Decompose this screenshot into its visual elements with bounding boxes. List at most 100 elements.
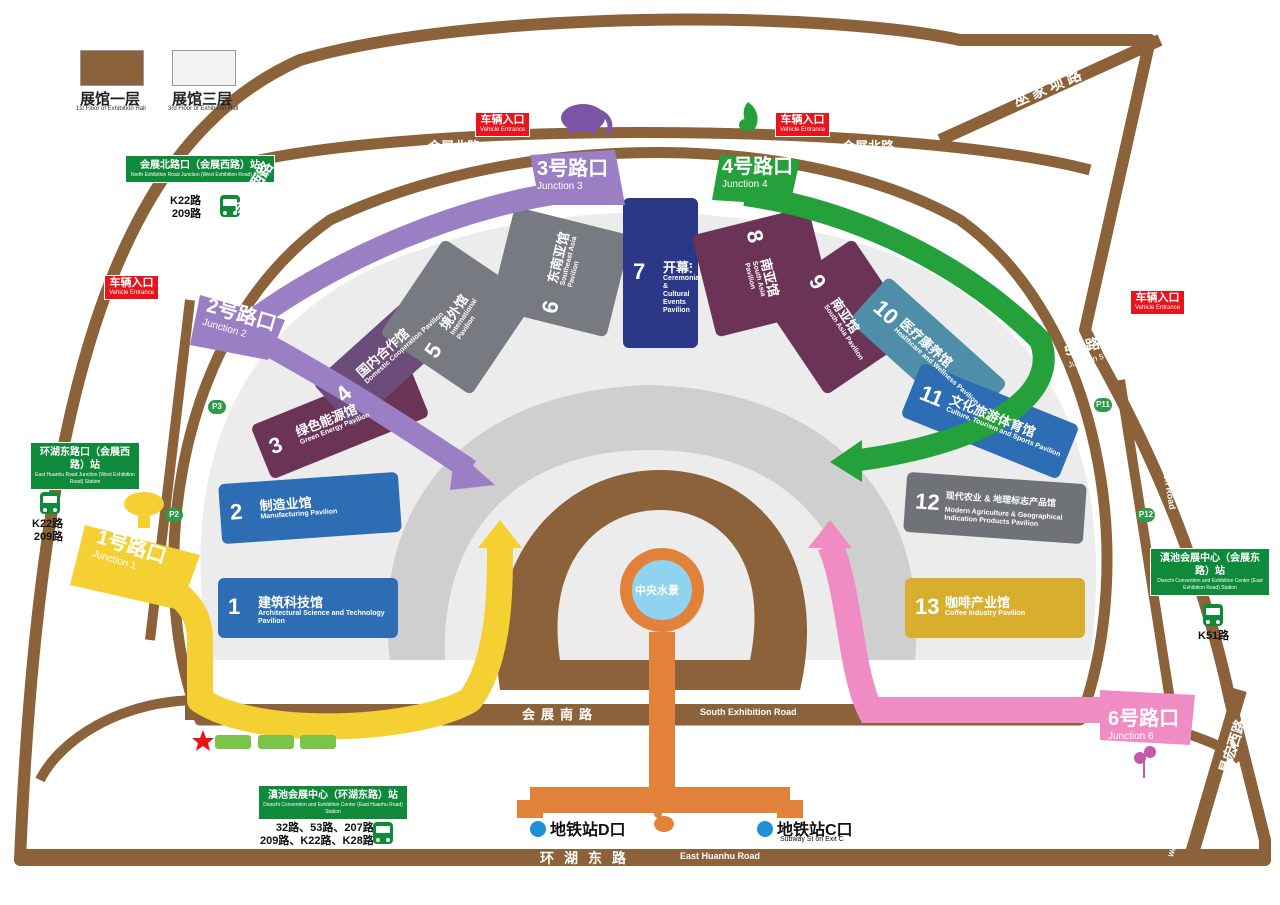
metro-icon [757, 821, 773, 837]
road-north-cn-right: 会展北路 [842, 139, 895, 154]
east-exhibition-road [1115, 379, 1175, 701]
parking-p3: P3 [208, 400, 226, 414]
central-water-label: 中央水景 [635, 585, 679, 597]
pavilion-number: 3 [265, 431, 286, 460]
road-north-cn-left: 会展北路 [428, 139, 481, 154]
junction-4-start [712, 155, 800, 205]
pavilion-number: 6 [536, 297, 564, 316]
pavilion-1-block[interactable] [218, 578, 398, 638]
bus-icon [373, 822, 393, 844]
elephant-icon [561, 104, 613, 137]
pavilion-5-block[interactable] [380, 239, 536, 396]
metro-icon [530, 821, 546, 837]
outer-road [14, 13, 1271, 866]
pavilion-2-block[interactable] [218, 472, 402, 544]
junction-3-path [233, 179, 586, 339]
pavilion-name-cn: 现代农业 & 地理标志产品馆 [945, 490, 1057, 509]
junction-6-arrowhead [808, 520, 852, 548]
parking-p12: P12 [1137, 508, 1155, 522]
mouse-icon [654, 810, 674, 832]
road-huanhu-cn: 环湖东路 [540, 850, 636, 866]
pavilion-number: 8 [741, 227, 769, 246]
pavilion-name-en: Coffee Industry Pavilion [945, 610, 1026, 617]
pavilion-number: 9 [803, 269, 832, 294]
water-pool [632, 560, 692, 620]
pavilion-7-label: 7 开幕式馆Ceremonial & Cultural Events Pavili… [623, 198, 702, 348]
pavilion-number: 5 [419, 338, 447, 363]
bus-parking [215, 735, 336, 749]
pavilion-name-en: Modern Agriculture & Geographical Indica… [943, 506, 1063, 529]
pavilion-6-block[interactable] [490, 207, 632, 338]
bus-icon [1203, 604, 1223, 626]
metro-path [530, 632, 790, 813]
junction-2-arrowhead [450, 450, 495, 490]
legend-swatch-3f [172, 50, 236, 86]
legend-en-3f: 3rd Floor of Exhibition Hall [168, 106, 239, 112]
mushroom-icon [124, 492, 164, 528]
star-icon [192, 730, 214, 751]
legend-en-1f: 1st Floor of Exhibition Hall [76, 106, 146, 112]
road-north-en: North Exhibition Road [612, 139, 707, 149]
changhong-road [1183, 688, 1247, 862]
legend-label-1f: 展馆一层 [80, 91, 141, 108]
legend-label-3f: 展馆三层 [172, 91, 233, 108]
parking-p11: P11 [1094, 398, 1112, 412]
junction-4-path [743, 184, 1055, 471]
lower-plaza-road [35, 695, 201, 783]
bus-icon [220, 195, 240, 217]
pavilion-13-block[interactable] [905, 578, 1085, 638]
bus-icon [40, 492, 60, 514]
junction-1-start [70, 525, 200, 610]
inner-road [168, 147, 1113, 726]
pavilion-number: 2 [229, 498, 244, 525]
junction-1-arrowhead [478, 520, 522, 548]
pavilion-name-cn: 建筑科技馆 [258, 595, 324, 610]
pavilion-name-cn: 开幕式馆 [663, 260, 692, 275]
junction-6-path [817, 539, 1190, 723]
pavilion-number: 13 [915, 594, 940, 619]
pavilion-9-block[interactable] [762, 239, 918, 396]
pavilion-number: 7 [633, 259, 646, 284]
pavilion-layer [218, 198, 1087, 638]
junction-6-start [1100, 690, 1195, 745]
road-south-cn: 会展南路 [522, 707, 599, 722]
wujiaba-road [937, 34, 1163, 146]
hall-corridor [387, 385, 917, 660]
metro-exit-c: 地铁站C口 [757, 816, 853, 840]
metro-exit-c-en: Subway St on Exit C [780, 836, 844, 843]
road-huanhu-en: East Huanhu Road [680, 851, 761, 861]
pavilion-number: 12 [914, 488, 941, 516]
pavilion-12-block[interactable] [903, 472, 1087, 544]
junction-3-start [530, 150, 625, 205]
junction-2-start [190, 295, 285, 360]
flower-icon [1134, 746, 1156, 778]
pavilion-name-en: Ceremonial & Cultural Events Pavilion [663, 275, 702, 314]
pavilion-number: 4 [330, 380, 357, 408]
legend-swatch-1f [80, 50, 144, 86]
pavilion-7-block[interactable] [623, 198, 698, 348]
bus-routes-east: K51路 [1198, 630, 1230, 642]
pavilion-number: 11 [916, 379, 948, 412]
peacock-icon [739, 102, 758, 132]
road-south-en: South Exhibition Road [700, 707, 797, 717]
north-road [218, 127, 1092, 176]
pavilion-name-cn: 咖啡产业馆 [945, 595, 1011, 610]
